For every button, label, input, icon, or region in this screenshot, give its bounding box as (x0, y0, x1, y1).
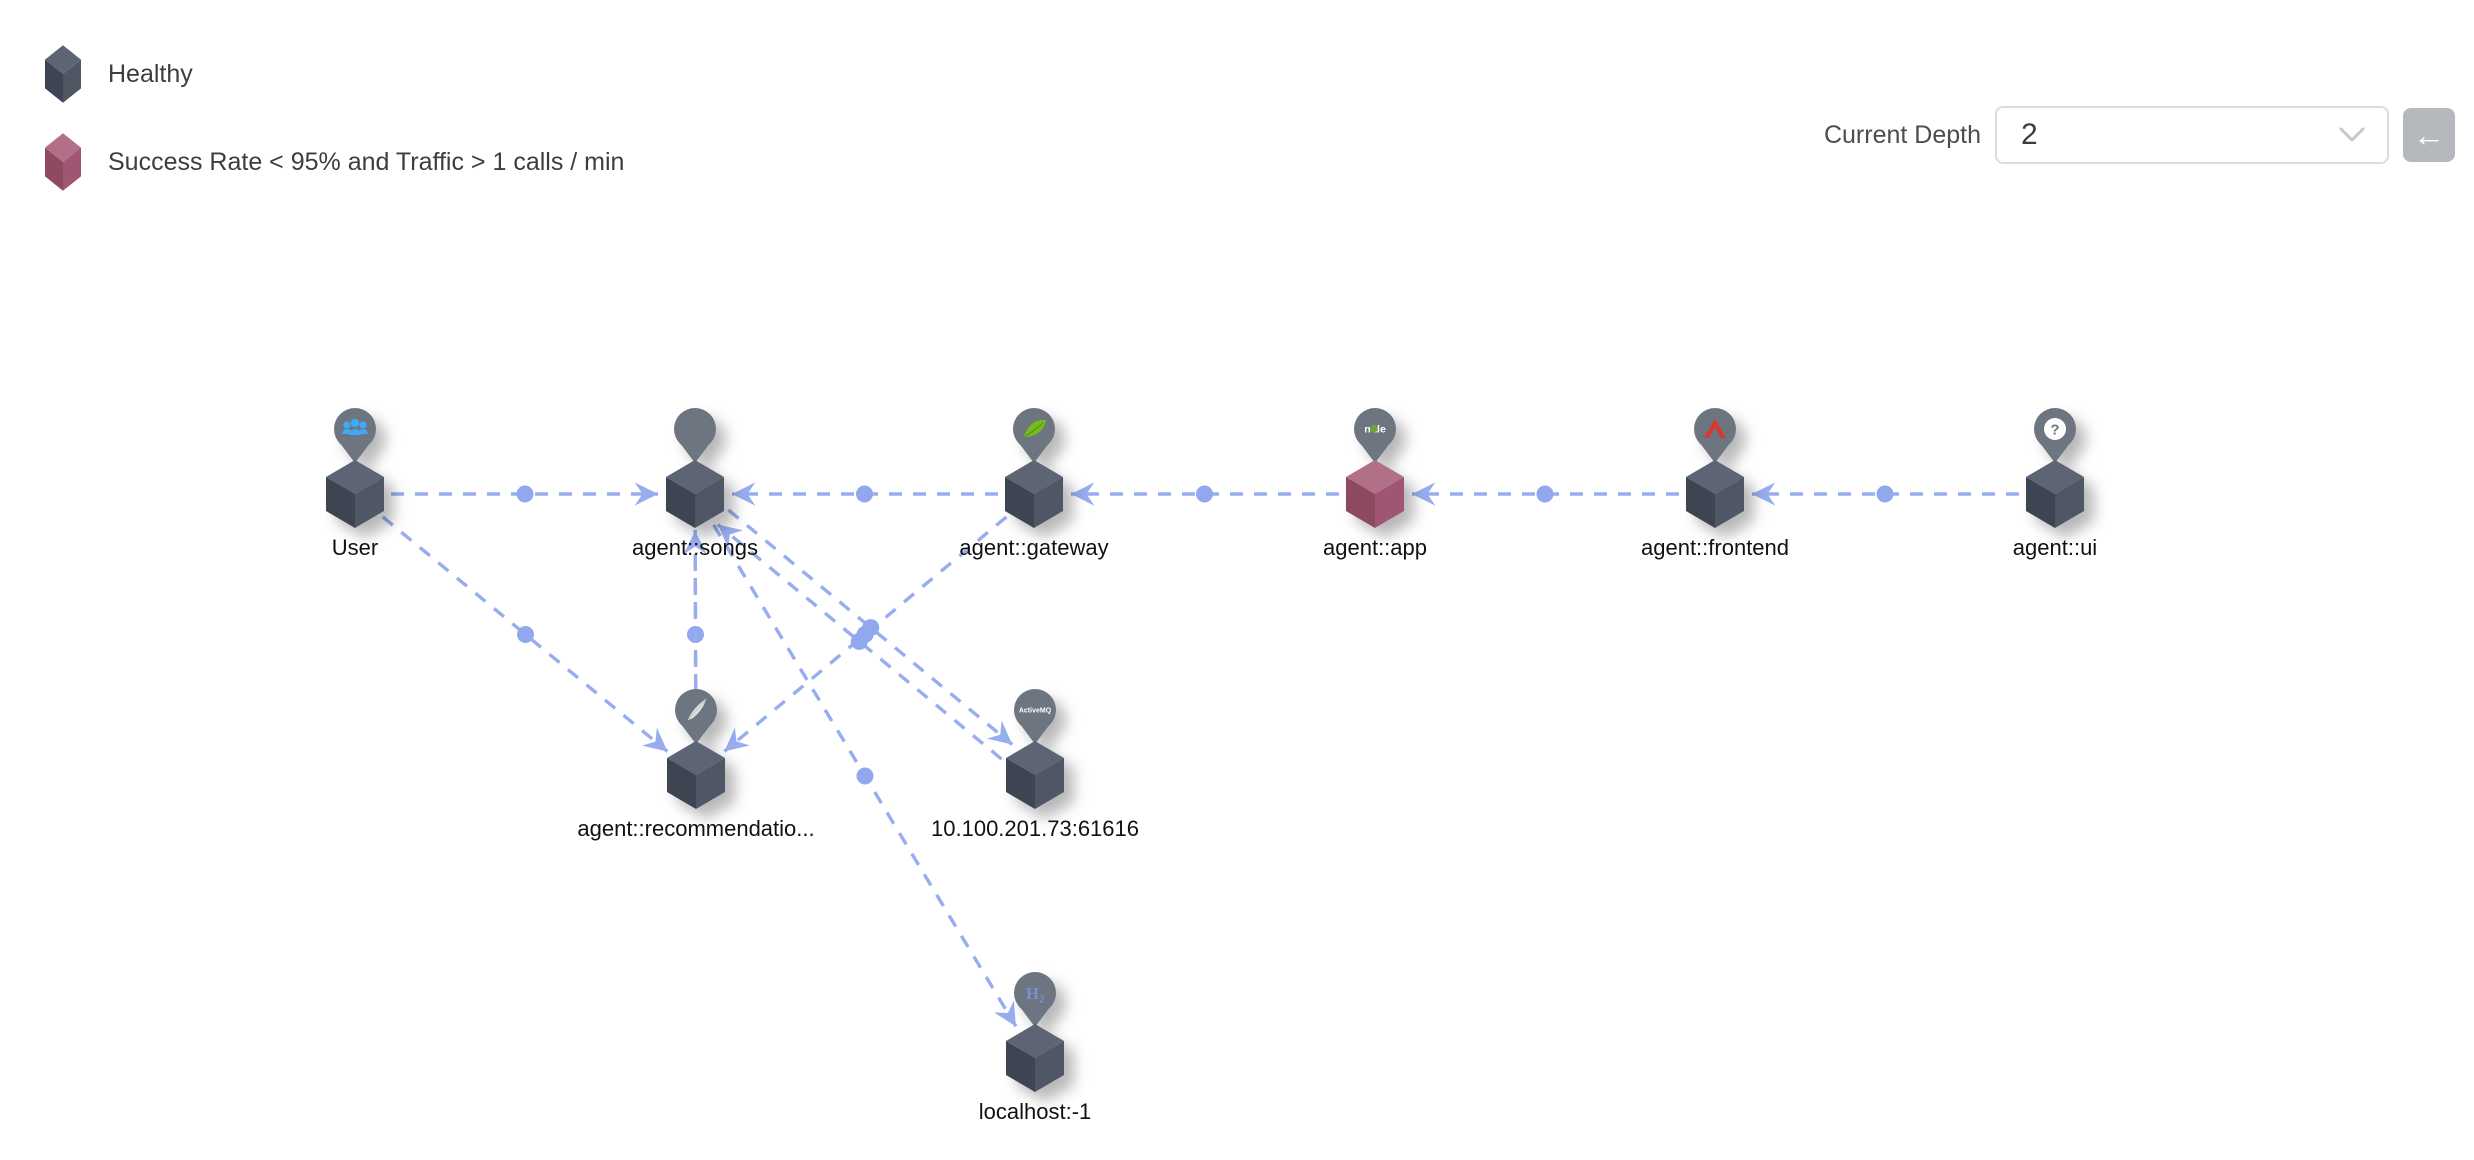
node-label: User (332, 535, 378, 560)
edge-user-recommendation (381, 515, 669, 753)
spring-leaf-icon (1023, 419, 1046, 438)
edge-songs-activemq (727, 508, 1014, 746)
legend-label: Healthy (108, 59, 193, 88)
edge-user-songs (391, 482, 658, 506)
node-label: agent::gateway (959, 535, 1108, 560)
service-pin (1013, 408, 1055, 463)
node-ui[interactable]: ?agent::ui (2013, 408, 2097, 560)
service-pin: ? (2034, 408, 2076, 463)
node-activemq[interactable]: ActiveMQ 10.100.201.73:61616 (931, 689, 1139, 841)
legend: Healthy Success Rate < 95% and Traffic >… (40, 42, 624, 194)
edge-activemq-songs (716, 523, 1003, 761)
healthy-cube (1686, 460, 1744, 528)
traffic-dot (516, 485, 534, 503)
service-pin (334, 408, 376, 463)
traffic-dot (850, 632, 868, 650)
node-label: agent::app (1323, 535, 1427, 560)
node-localhost[interactable]: H₂ localhost:-1 (979, 972, 1092, 1124)
users-icon (342, 418, 368, 435)
node-label: 10.100.201.73:61616 (931, 816, 1139, 841)
edge-songs-localhost (712, 523, 1018, 1028)
traffic-dot (1536, 485, 1554, 503)
node-songs[interactable]: agent::songs (632, 408, 758, 560)
traffic-dot (1196, 485, 1213, 503)
edge-ui-frontend (1752, 482, 2019, 506)
back-arrow-icon: ← (2413, 117, 2445, 153)
current-depth-label: Current Depth (1823, 120, 1981, 149)
depth-select[interactable]: 2 (1995, 106, 2389, 164)
healthy-cube (666, 460, 724, 528)
healthy-cube (326, 460, 384, 528)
healthy-cube (1006, 1024, 1064, 1092)
legend-label: Success Rate < 95% and Traffic > 1 calls… (108, 147, 625, 176)
nodejs-icon: n de (1364, 424, 1386, 436)
node-label: agent::songs (632, 535, 758, 560)
svg-text:?: ? (2050, 422, 2059, 439)
unhealthy-cube-icon (44, 133, 82, 191)
edge-gateway-songs (732, 482, 998, 506)
edge-frontend-app (1412, 482, 1679, 506)
node-recommendation[interactable]: agent::recommendatio... (577, 689, 815, 841)
node-gateway[interactable]: agent::gateway (959, 408, 1109, 560)
service-pin: n de (1354, 408, 1396, 463)
activemq-icon: ActiveMQ (1019, 708, 1052, 715)
nodes-layer: User agent::songs agent::gateway n deagent:… (326, 408, 2097, 1124)
traffic-dot (517, 626, 534, 643)
edge-app-gateway (1071, 482, 1339, 506)
svg-text:H₂: H₂ (1026, 984, 1044, 1003)
node-label: agent::frontend (1641, 535, 1789, 560)
node-label: localhost:-1 (979, 1099, 1092, 1124)
node-label: agent::recommendatio... (577, 816, 814, 841)
service-pin: H₂ (1014, 972, 1056, 1027)
service-pin (674, 408, 716, 463)
unhealthy-cube (1346, 460, 1404, 528)
apache-chevron-icon (1704, 419, 1726, 438)
question-icon: ? (2044, 418, 2066, 440)
traffic-dot (1876, 485, 1894, 503)
healthy-cube (1005, 460, 1063, 528)
service-pin: ActiveMQ (1014, 689, 1056, 744)
node-label: agent::ui (2013, 535, 2097, 560)
traffic-dot (856, 485, 873, 503)
depth-toolbar: Current Depth 2 ← (1824, 106, 2455, 164)
edges-layer (381, 482, 2019, 1028)
service-pin (1694, 408, 1736, 463)
service-pin (675, 689, 717, 744)
traffic-dot (856, 767, 874, 785)
healthy-cube (667, 741, 725, 809)
healthy-cube (1006, 741, 1064, 809)
back-button[interactable]: ← (2403, 108, 2455, 162)
feather-icon (687, 698, 707, 721)
svg-text:ActiveMQ: ActiveMQ (1019, 708, 1052, 715)
legend-item-healthy: Healthy (40, 42, 624, 106)
node-user[interactable]: User (326, 408, 384, 560)
healthy-cube-icon (44, 45, 82, 103)
h2-icon: H₂ (1026, 984, 1044, 1003)
healthy-cube (2026, 460, 2084, 528)
traffic-dot (862, 619, 880, 637)
chevron-down-icon (2339, 127, 2365, 142)
node-frontend[interactable]: agent::frontend (1641, 408, 1789, 560)
depth-value: 2 (2021, 118, 2038, 151)
legend-item-unhealthy: Success Rate < 95% and Traffic > 1 calls… (40, 130, 624, 194)
